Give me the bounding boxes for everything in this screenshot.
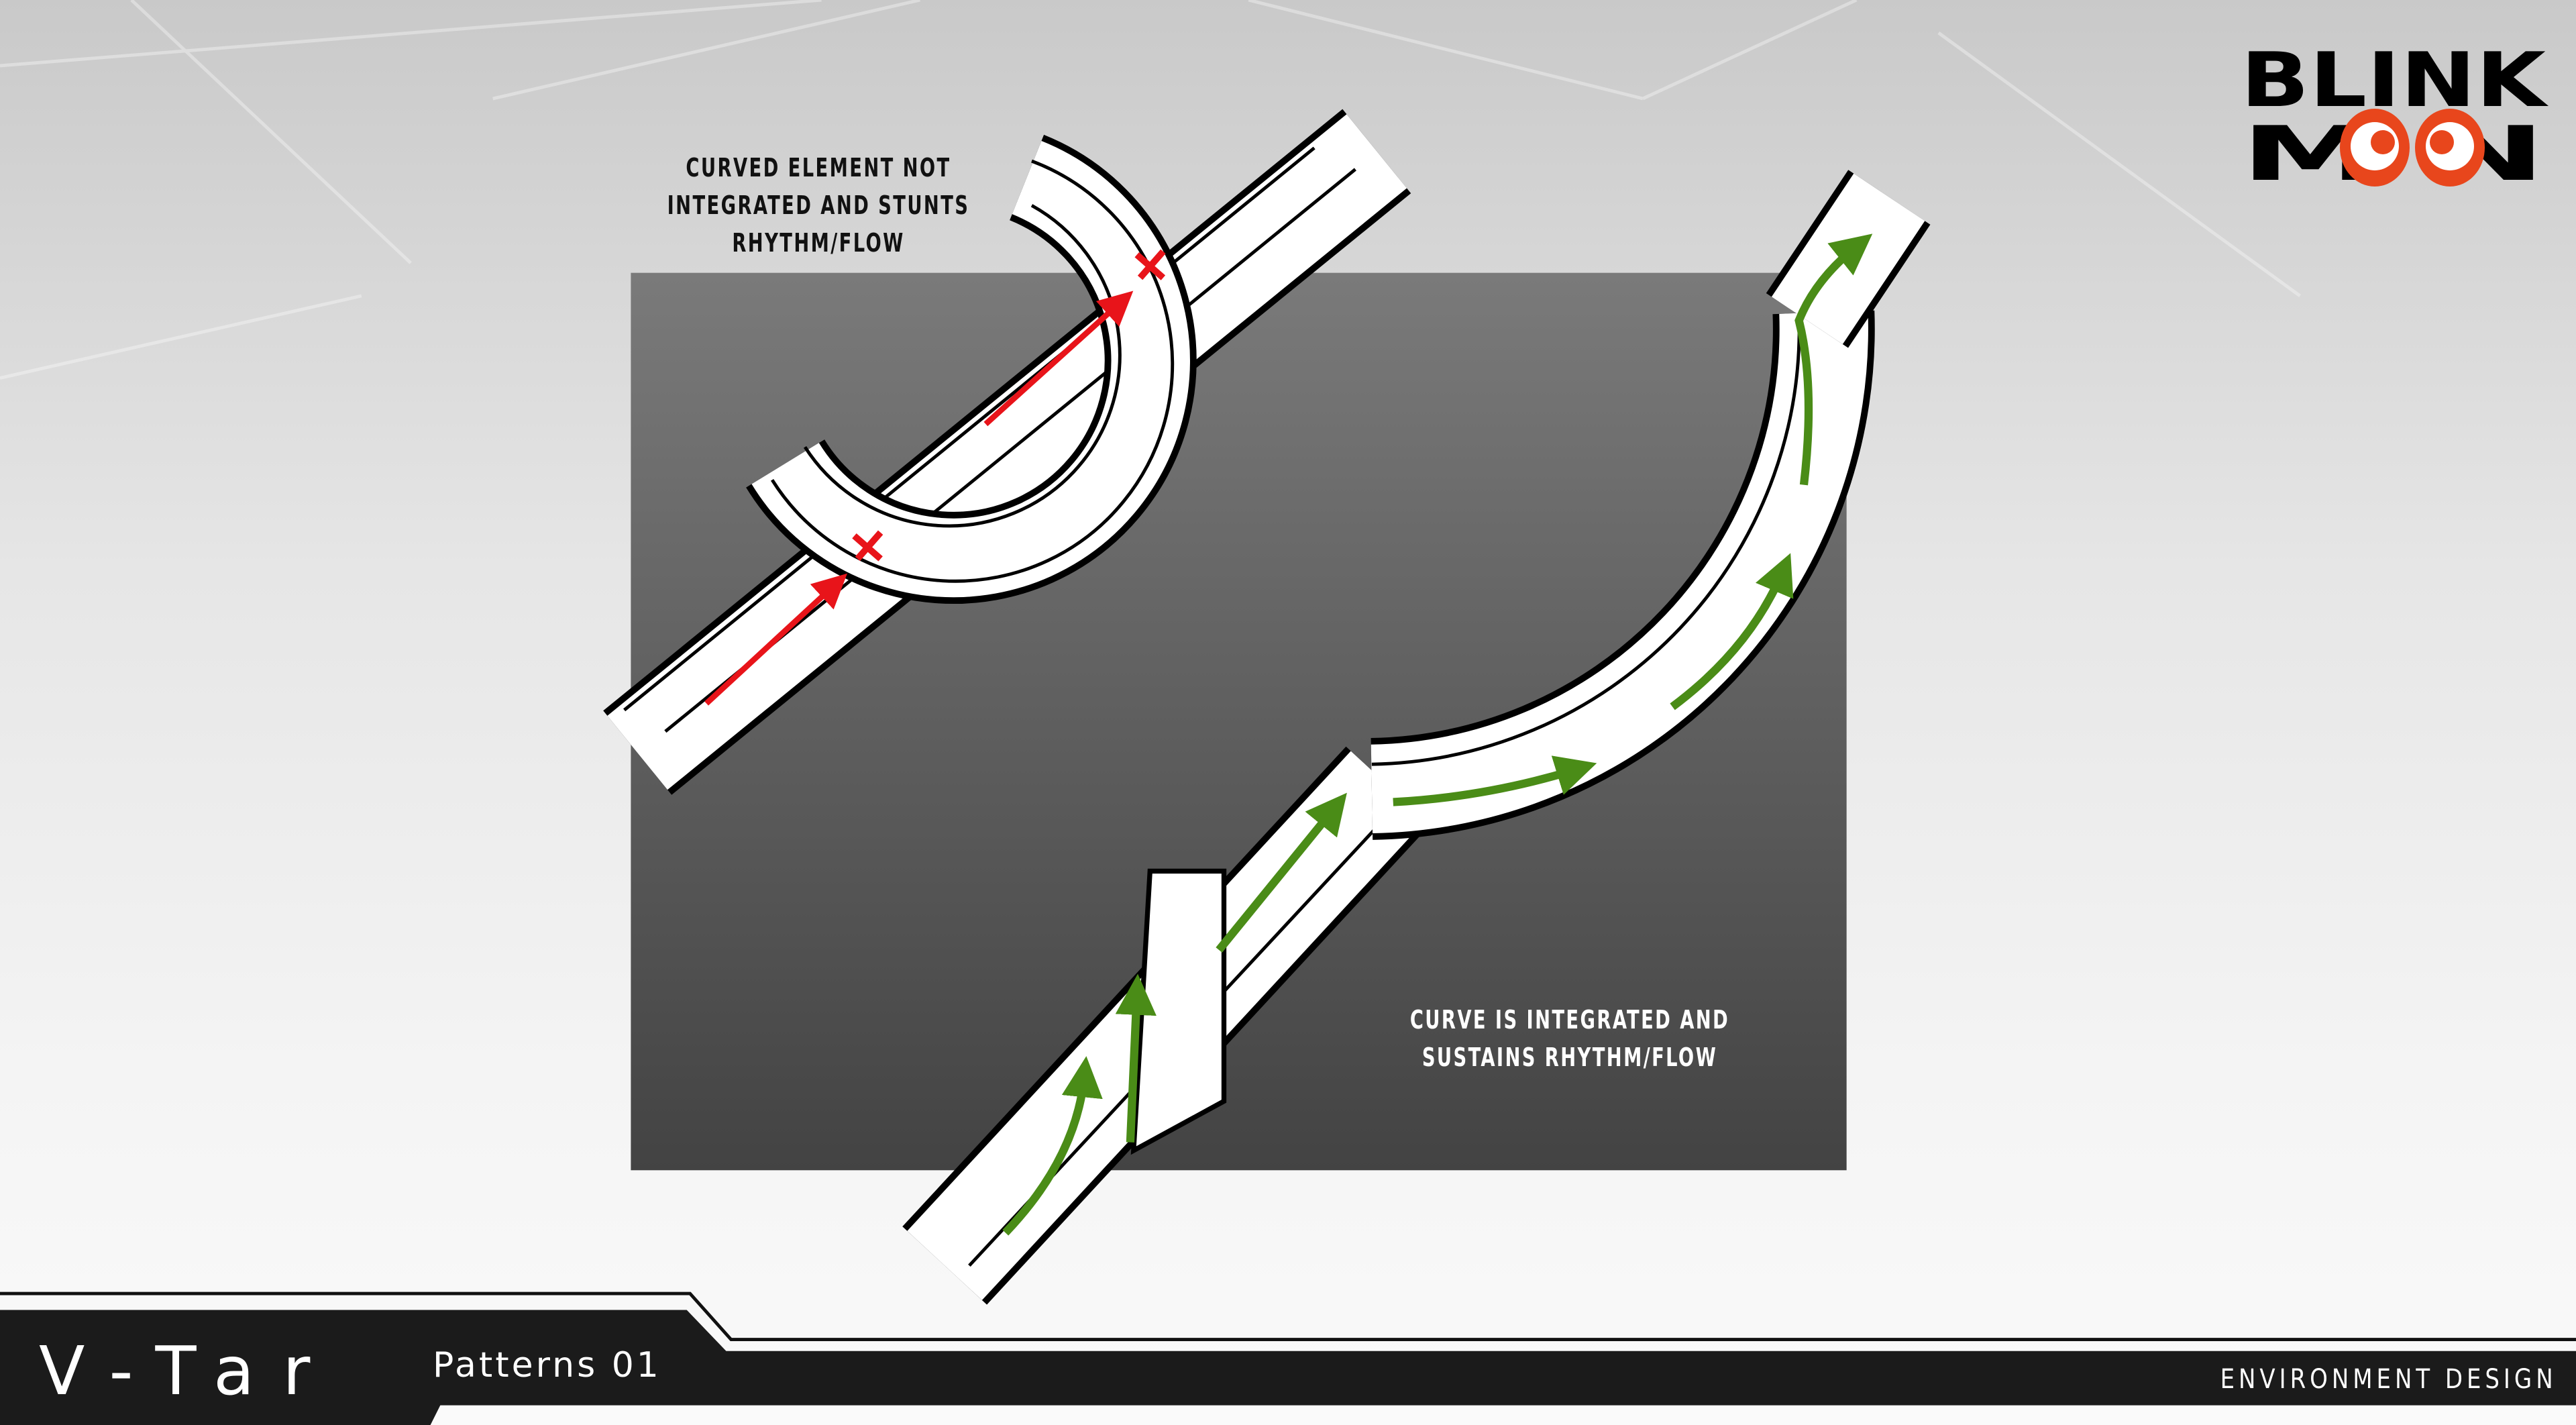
green-arrow xyxy=(1393,755,1597,806)
annotation-line: RHYTHM/FLOW xyxy=(732,228,905,258)
red-arrow xyxy=(983,291,1134,427)
x-mark-icon xyxy=(852,249,1166,562)
footer-bar xyxy=(0,1291,2576,1425)
slide-subtitle: Patterns 01 xyxy=(433,1345,661,1385)
annotation-line: SUSTAINS RHYTHM/FLOW xyxy=(1421,1043,1718,1072)
good-example-annotation: CURVE IS INTEGRATED AND SUSTAINS RHYTHM/… xyxy=(1398,1001,1741,1076)
project-title: V-Tar xyxy=(39,1332,339,1410)
owl-eyes-icon xyxy=(2340,109,2485,187)
green-arrow xyxy=(1670,553,1794,710)
annotation-line: CURVED ELEMENT NOT xyxy=(686,153,951,182)
svg-text:BLINK: BLINK xyxy=(2241,40,2549,124)
good-flow-arrows xyxy=(1002,233,1873,1236)
green-arrow xyxy=(1002,1056,1103,1236)
good-track xyxy=(902,170,1931,1305)
annotation-line: CURVE IS INTEGRATED AND xyxy=(1409,1005,1730,1035)
green-arrow xyxy=(1115,973,1157,1143)
green-arrow xyxy=(1794,233,1873,486)
red-arrow xyxy=(704,573,847,706)
bad-example-annotation: CURVED ELEMENT NOT INTEGRATED AND STUNTS… xyxy=(647,149,990,262)
category-label: ENVIRONMENT DESIGN xyxy=(2220,1364,2557,1395)
blinkmoon-logo: BLINK M N xyxy=(2241,40,2549,188)
green-arrow xyxy=(1216,792,1347,953)
background-lines xyxy=(0,0,2302,380)
annotation-line: INTEGRATED AND STUNTS xyxy=(667,191,970,220)
bad-flow-arrows xyxy=(704,249,1166,706)
